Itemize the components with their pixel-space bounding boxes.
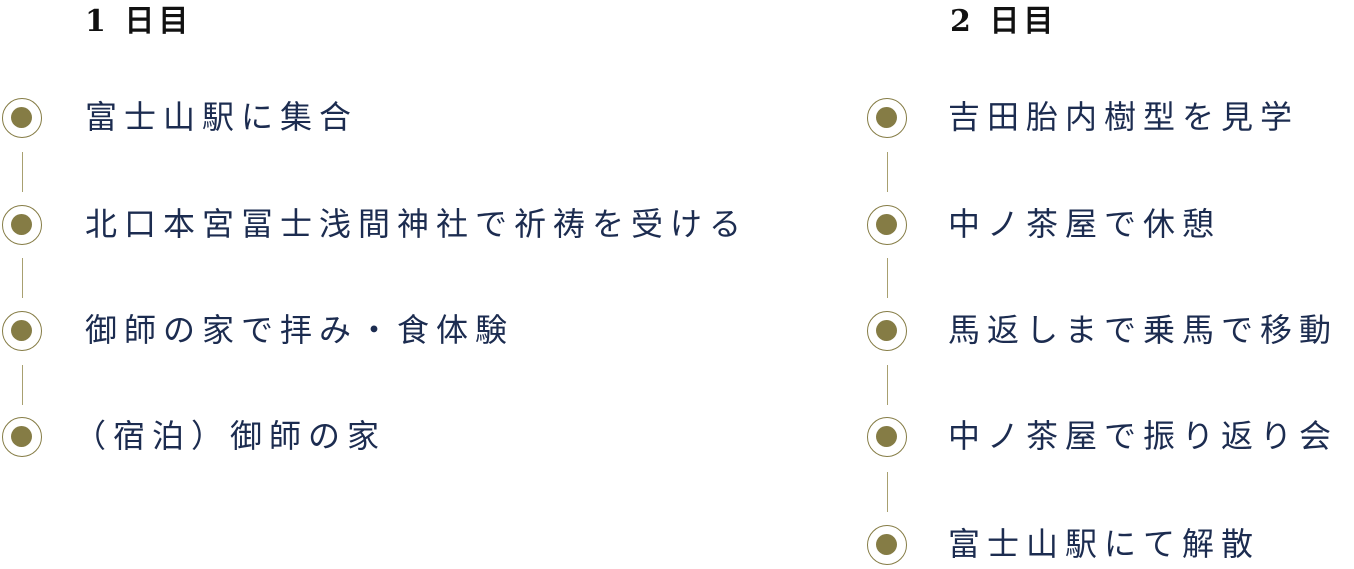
timeline-connector (887, 152, 888, 192)
step-label: （宿泊）御師の家 (74, 417, 387, 455)
timeline-step: 北口本宮冨士浅間神社で祈祷を受ける (2, 205, 802, 249)
timeline-connector (887, 472, 888, 512)
timeline-marker-icon (867, 98, 907, 138)
day1-column: 1 日目 富士山駅に集合 北口本宮冨士浅間神社で祈祷を受ける 御師の家で拝み・食… (2, 0, 802, 568)
step-label: 馬返しまで乗馬で移動 (948, 311, 1339, 349)
timeline-marker-icon (867, 525, 907, 565)
timeline-connector (22, 152, 23, 192)
timeline-marker-icon (2, 311, 42, 351)
timeline-step: 富士山駅に集合 (2, 98, 802, 142)
timeline-marker-icon (867, 205, 907, 245)
timeline-connector (22, 258, 23, 298)
step-label: 御師の家で拝み・食体験 (85, 311, 515, 349)
day2-column: 2 日目 吉田胎内樹型を見学 中ノ茶屋で休憩 馬返しまで乗馬で移動 中ノ茶屋で振… (867, 0, 1354, 568)
timeline-connector (887, 365, 888, 405)
timeline-step: 御師の家で拝み・食体験 (2, 311, 802, 355)
day2-title: 2 日目 (950, 4, 1058, 39)
timeline-step: 吉田胎内樹型を見学 (867, 98, 1354, 142)
timeline-marker-icon (867, 311, 907, 351)
day1-title: 1 日目 (85, 4, 193, 39)
step-label: 中ノ茶屋で休憩 (948, 205, 1222, 243)
step-label: 北口本宮冨士浅間神社で祈祷を受ける (85, 205, 749, 243)
step-label: 富士山駅にて解散 (948, 525, 1261, 563)
timeline-marker-icon (867, 417, 907, 457)
timeline-step: （宿泊）御師の家 (2, 417, 802, 461)
step-label: 中ノ茶屋で振り返り会 (948, 417, 1339, 455)
timeline-step: 富士山駅にて解散 (867, 525, 1354, 569)
timeline-connector (887, 258, 888, 298)
timeline-marker-icon (2, 417, 42, 457)
timeline-step: 中ノ茶屋で振り返り会 (867, 417, 1354, 461)
timeline-connector (22, 365, 23, 405)
timeline-step: 中ノ茶屋で休憩 (867, 205, 1354, 249)
timeline-step: 馬返しまで乗馬で移動 (867, 311, 1354, 355)
step-label: 吉田胎内樹型を見学 (948, 98, 1300, 136)
step-label: 富士山駅に集合 (85, 98, 359, 136)
timeline-marker-icon (2, 205, 42, 245)
timeline-marker-icon (2, 98, 42, 138)
